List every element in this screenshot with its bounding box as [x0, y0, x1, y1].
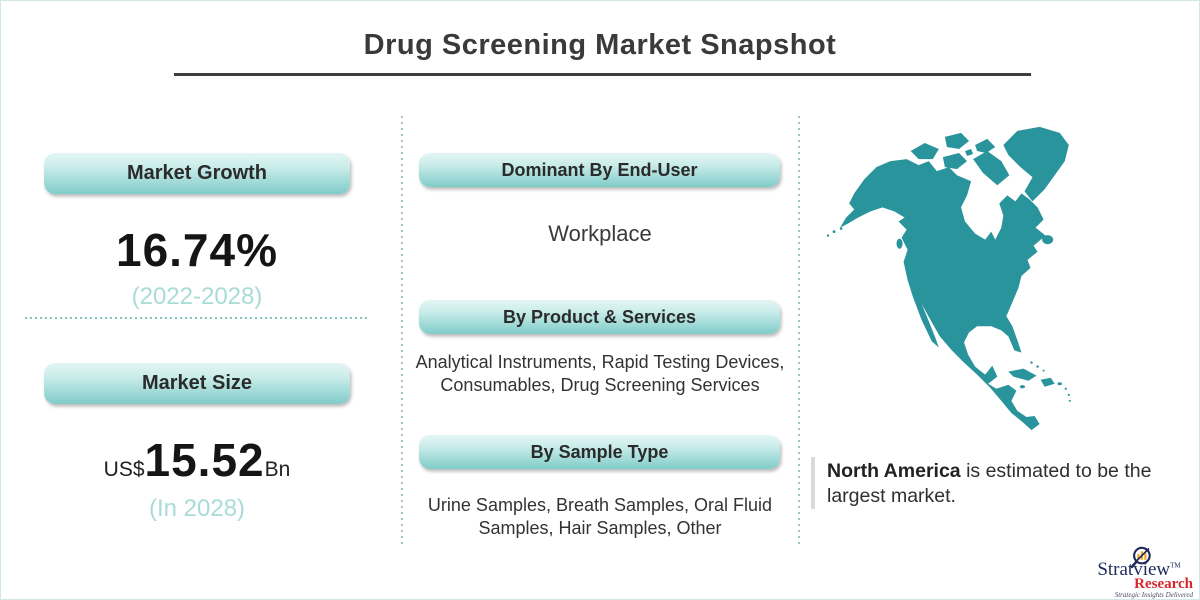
note-accent-bar — [811, 457, 815, 509]
largest-market-text: is estimated to be the largest market. — [827, 460, 1152, 507]
horizontal-dotted-divider — [25, 317, 369, 319]
logo-trademark: TM — [1170, 561, 1181, 570]
largest-market-note: North America is estimated to be the lar… — [827, 459, 1189, 509]
product-services-header-label: By Product & Services — [502, 306, 697, 327]
market-size-period: (In 2028) — [148, 495, 246, 522]
logo-brand-text: StratviewTM — [1083, 559, 1195, 581]
market-size-currency: US$ — [103, 458, 145, 481]
logo-sub-text: Research — [1134, 576, 1193, 592]
dominant-end-user-header-label: Dominant By End-User — [501, 159, 698, 180]
vertical-dotted-divider-right — [798, 116, 800, 547]
market-growth-value: 16.74% — [115, 224, 278, 276]
magnifier-chart-icon — [1130, 546, 1151, 569]
dominant-end-user-header-pill: Dominant By End-User — [419, 153, 780, 187]
market-size-unit: Bn — [264, 458, 291, 481]
market-growth-header-label: Market Growth — [126, 162, 268, 184]
page-title: Drug Screening Market Snapshot — [363, 29, 837, 61]
market-size-number: 15.52 — [144, 434, 265, 486]
logo-brand-name: Stratview — [1097, 559, 1171, 580]
dominant-end-user-body: Workplace — [548, 221, 652, 246]
sample-type-header-pill: By Sample Type — [419, 435, 780, 469]
product-services-header-pill: By Product & Services — [419, 300, 780, 334]
market-growth-period: (2022-2028) — [131, 283, 263, 310]
sample-type-header-label: By Sample Type — [530, 441, 669, 462]
north-america-map-icon — [824, 122, 1096, 446]
market-size-header-label: Market Size — [141, 372, 253, 394]
market-size-header-pill: Market Size — [44, 363, 350, 404]
market-size-value: US$15.52Bn — [31, 433, 363, 487]
market-growth-header-pill: Market Growth — [44, 153, 350, 194]
sample-type-body: Urine Samples, Breath Samples, Oral Flui… — [427, 495, 773, 538]
largest-market-region: North America — [827, 460, 961, 482]
stratview-research-logo: StratviewTM Research Strategic Insights … — [1083, 546, 1195, 599]
vertical-dotted-divider-left — [401, 116, 403, 547]
product-services-body: Analytical Instruments, Rapid Testing De… — [415, 352, 785, 395]
logo-tagline: Strategic Insights Delivered — [1114, 591, 1193, 599]
title-underline — [174, 73, 1031, 76]
